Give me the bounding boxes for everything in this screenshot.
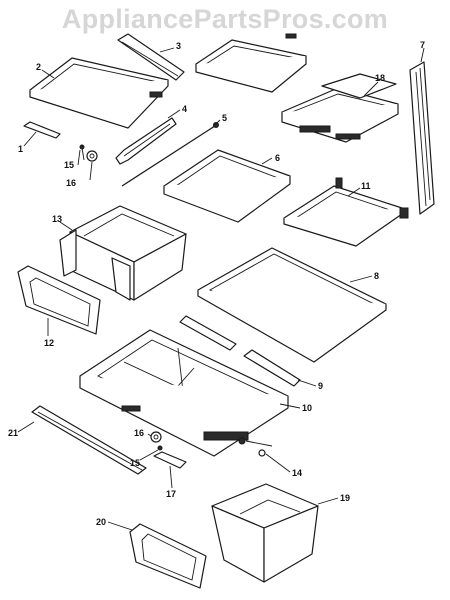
callout-15-lower: 15: [130, 458, 140, 468]
callout-16-lower: 16: [134, 428, 144, 438]
callout-13: 13: [52, 214, 62, 224]
leader-lines: [17, 47, 425, 531]
callout-12: 12: [44, 338, 54, 348]
bracket-assembly-part-18: [281, 73, 399, 143]
callout-15-upper: 15: [64, 160, 74, 170]
bracket-part-3: [117, 33, 185, 81]
rod-part-5: [121, 122, 219, 187]
callout-10: 10: [302, 403, 312, 413]
callout-9: 9: [318, 381, 323, 391]
callout-7: 7: [420, 40, 425, 50]
callout-18: 18: [375, 73, 385, 83]
cam-part-16-upper: [86, 150, 98, 162]
shelf-part-11: [283, 177, 409, 247]
bin-part-19: [211, 483, 319, 583]
frame-part-10: [79, 329, 289, 457]
clip-part-1: [23, 121, 61, 139]
callout-labels: 2 3 1 15 16 4 5 6 7 18 11 13 12 8 9 10 2…: [8, 40, 425, 527]
rail-part-4: [115, 117, 177, 165]
callout-21: 21: [8, 428, 18, 438]
shelf-part-6: [163, 149, 291, 223]
latch-part-17: [153, 451, 187, 469]
callout-2: 2: [36, 62, 41, 72]
callout-8: 8: [374, 271, 379, 281]
callout-3: 3: [176, 41, 181, 51]
drawer-front-part-12: [17, 265, 101, 335]
shelf-part-8: [197, 247, 387, 363]
callout-14: 14: [292, 468, 302, 478]
callout-20: 20: [96, 517, 106, 527]
vertical-rail-part-7: [409, 61, 435, 215]
rail-part-21: [31, 405, 147, 475]
screw-part-15-upper: [79, 144, 85, 161]
top-center-shelf: [195, 33, 307, 93]
cam-part-16-lower: [150, 431, 162, 443]
screw-part-15-lower: [157, 445, 163, 451]
callout-6: 6: [275, 153, 280, 163]
callout-4: 4: [182, 104, 187, 114]
bin-front-part-20: [129, 523, 207, 589]
crisper-drawer-part-13: [59, 205, 187, 301]
rail-part-9: [179, 315, 301, 387]
callout-16-upper: 16: [66, 178, 76, 188]
parts-14: [238, 437, 266, 457]
callout-1: 1: [18, 144, 23, 154]
shelf-part-2: [29, 57, 169, 129]
callout-11: 11: [361, 181, 371, 191]
callout-17: 17: [166, 489, 176, 499]
callout-19: 19: [340, 493, 350, 503]
callout-5: 5: [222, 113, 227, 123]
